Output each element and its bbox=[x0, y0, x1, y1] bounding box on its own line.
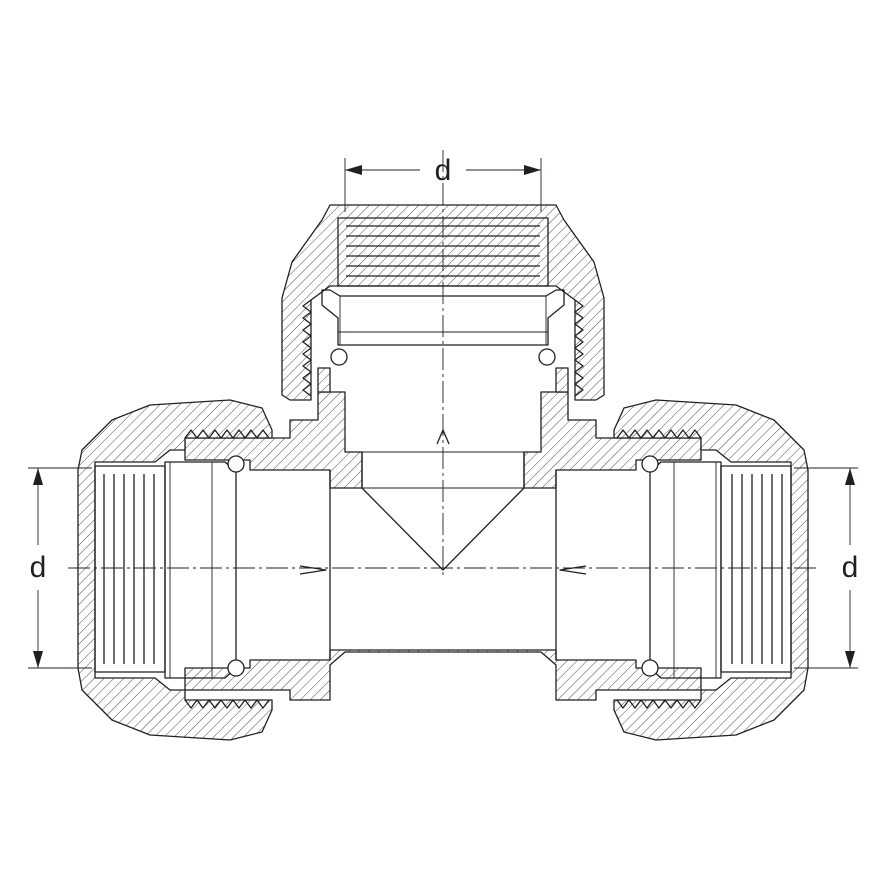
right-nut-thread-top bbox=[616, 429, 702, 439]
left-nut-thread-bottom bbox=[184, 699, 270, 709]
top-dimension: d bbox=[344, 154, 542, 212]
branch-nut-thread-left bbox=[302, 299, 312, 397]
branch-oring-left bbox=[330, 348, 348, 366]
right-dimension: d bbox=[794, 467, 859, 669]
left-dimension: d bbox=[28, 467, 92, 669]
branch-oring-right bbox=[538, 348, 556, 366]
top-dimension-label: d bbox=[435, 154, 452, 187]
right-dimension-label: d bbox=[842, 551, 859, 584]
right-nut-thread-bottom bbox=[616, 699, 702, 709]
left-oring-bottom bbox=[227, 659, 245, 677]
branch-nut bbox=[281, 204, 605, 401]
left-dimension-label: d bbox=[30, 551, 47, 584]
left-oring-top bbox=[227, 455, 245, 473]
right-oring-bottom bbox=[641, 659, 659, 677]
left-support-ring bbox=[164, 461, 237, 679]
branch-nut-thread-right bbox=[574, 299, 584, 397]
right-support-ring bbox=[649, 461, 722, 679]
right-grip-teeth bbox=[731, 474, 783, 664]
drill-cone bbox=[361, 452, 525, 571]
left-grip-teeth bbox=[103, 474, 155, 664]
right-oring-top bbox=[641, 455, 659, 473]
right-stop-mark bbox=[559, 565, 587, 575]
right-nut bbox=[613, 399, 809, 741]
left-nut bbox=[77, 399, 273, 741]
left-nut-thread-top bbox=[184, 429, 270, 439]
left-stop-mark bbox=[299, 565, 327, 575]
